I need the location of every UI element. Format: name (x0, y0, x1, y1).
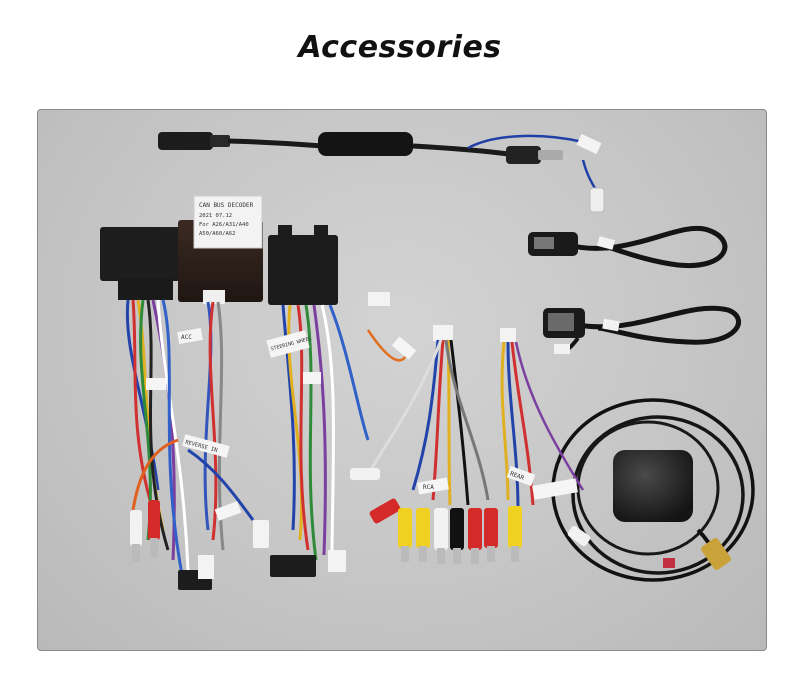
rear-camera-cable: REAR (500, 328, 591, 562)
tag-rca: RCA (423, 484, 434, 491)
usb-cable-2 (543, 305, 741, 354)
product-photo: CAN BUS DECODER 2021 07.12 For A26/A31/A… (37, 109, 767, 651)
decoder-label-line4: A50/A60/A62 (199, 231, 235, 237)
iso-harness: STEERING WHEEL (266, 225, 417, 577)
decoder-label-line1: CAN BUS DECODER (199, 202, 254, 209)
tag-rear: REAR (509, 470, 525, 482)
antenna-adapter-cable (158, 132, 605, 213)
main-power-harness: CAN BUS DECODER 2021 07.12 For A26/A31/A… (100, 195, 269, 590)
tag-acc: ACC (181, 334, 192, 341)
rca-harness: RCA (350, 325, 498, 564)
decoder-label-line2: 2021 07.12 (199, 213, 232, 219)
decoder-label-line3: For A26/A31/A40 (199, 222, 249, 228)
page-title: Accessories (298, 30, 502, 65)
usb-cable-1 (528, 226, 728, 269)
